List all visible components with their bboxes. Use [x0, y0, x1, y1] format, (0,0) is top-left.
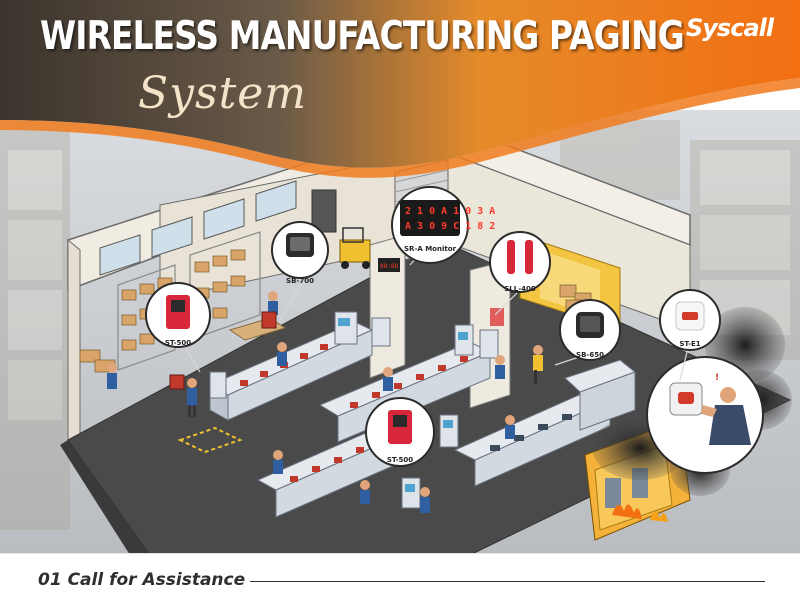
label-sra-monitor: SR-A Monitor: [404, 245, 457, 253]
page-subtitle: System: [138, 68, 308, 119]
warehouse-shelves: [0, 120, 800, 530]
forklift: [339, 227, 371, 269]
label-st500-center: ST-500: [387, 456, 413, 464]
door: [311, 189, 337, 233]
callout-st500-left-icon: [145, 282, 211, 348]
label-sb650: SB-650: [576, 351, 604, 359]
monitor-readout-line2: A 3 0 9 C 1 8 2: [405, 221, 495, 232]
wall-monitor: [378, 258, 400, 272]
callout-ste1-icon: [659, 289, 721, 351]
svg-text:!: !: [715, 373, 719, 383]
label-sb700: SB-700: [286, 277, 314, 285]
footer-bar: [0, 553, 800, 600]
label-st500-left: ST-500: [165, 339, 191, 347]
svg-text:88:88: 88:88: [380, 263, 398, 270]
callout-sra-monitor-icon: [391, 186, 469, 264]
syscall-logo: Syscall: [686, 14, 774, 42]
label-sll400: SLL-400: [504, 285, 536, 293]
callout-sb700-icon: [271, 221, 329, 279]
footer-caption: 01 Call for Assistance: [38, 570, 246, 590]
page-title: WIRELESS MANUFACTURING PAGING: [40, 14, 685, 59]
zoom-circle-fire-alarm: !: [646, 356, 764, 474]
label-ste1: ST-E1: [679, 340, 700, 348]
callout-st500-center-icon: [365, 397, 435, 467]
windows: [99, 180, 297, 276]
callout-sb650-icon: [559, 299, 621, 361]
header-band: [0, 0, 800, 168]
footer-divider: [250, 581, 765, 582]
callout-sll400-icon: [489, 231, 551, 293]
workers: [107, 291, 543, 513]
monitor-readout-line1: 2 1 0 A 1 0 3 A: [405, 206, 495, 217]
